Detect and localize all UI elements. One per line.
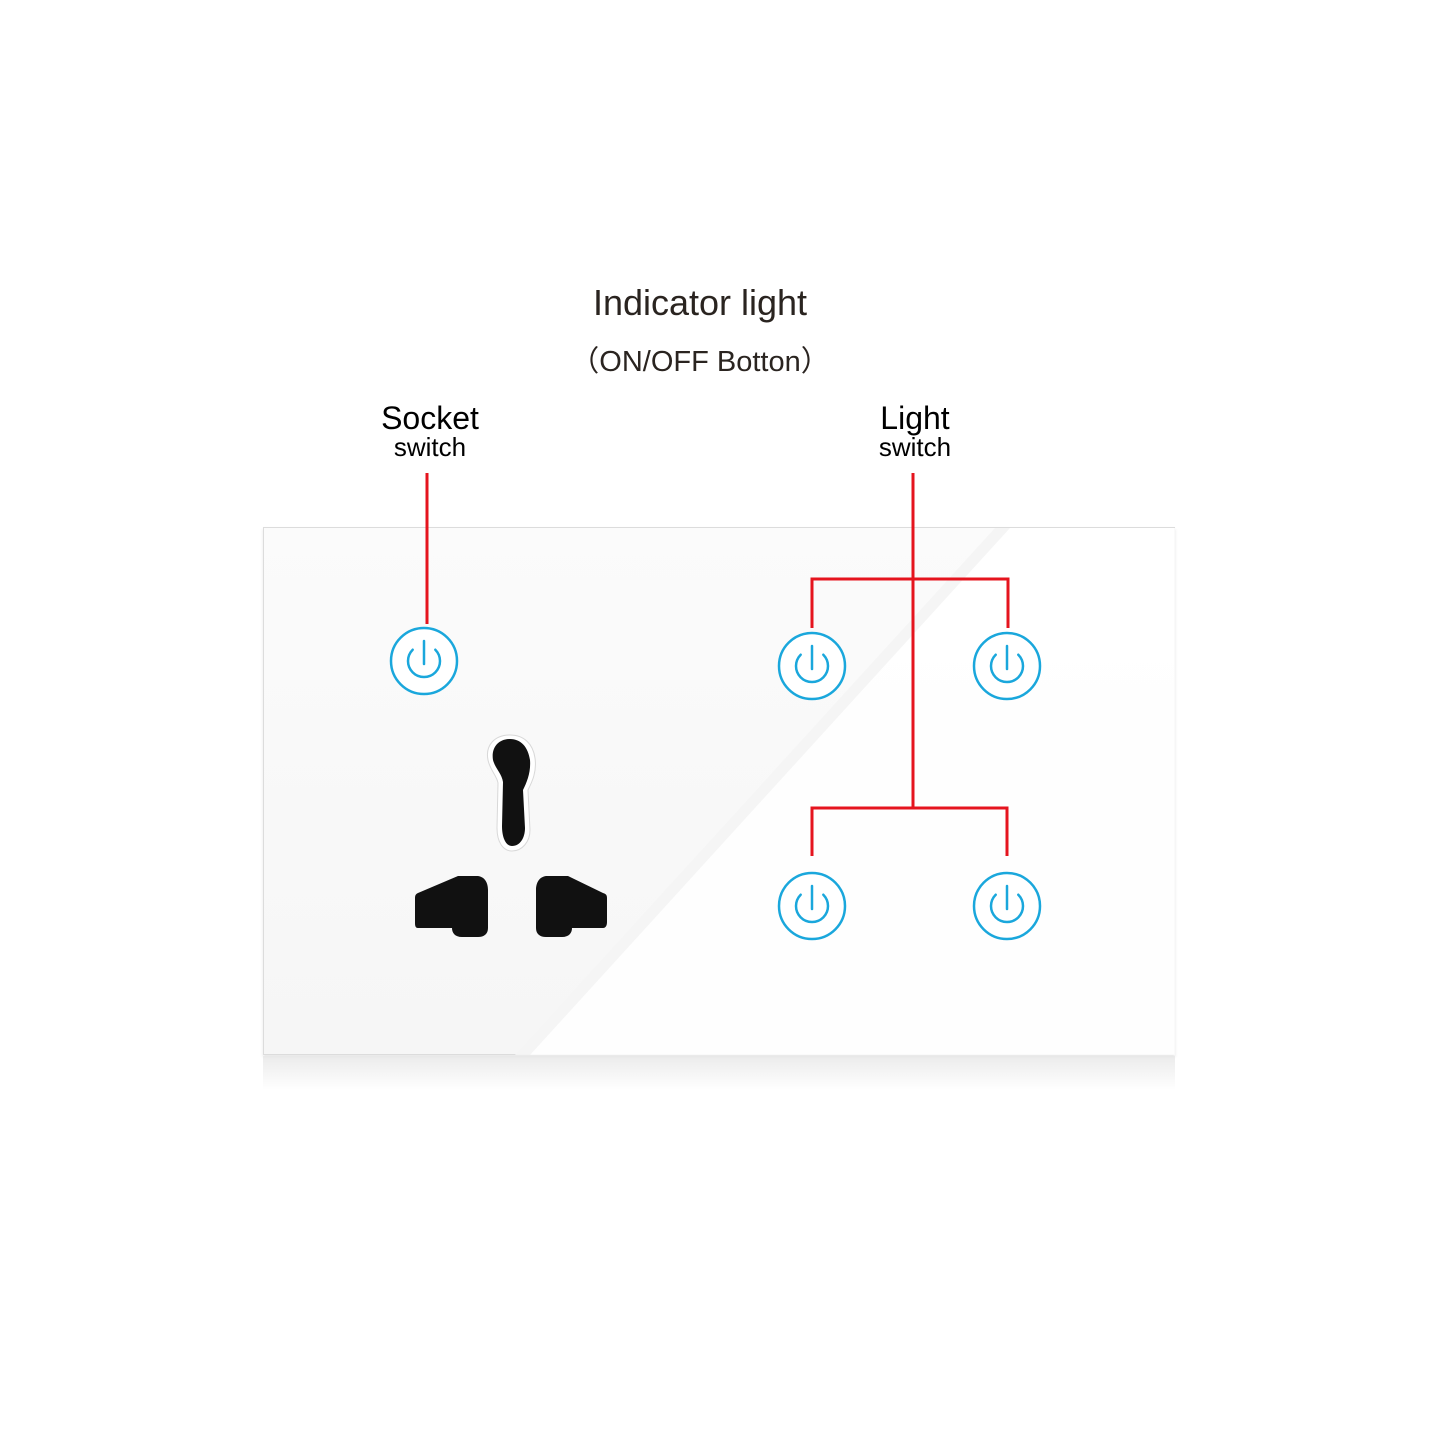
socket-left-slot <box>415 876 488 937</box>
light-leader-bottom-branch <box>810 806 1009 856</box>
glass-sheen <box>515 528 1175 1055</box>
power-icon <box>989 644 1025 684</box>
glass-sheen-edge <box>515 528 1010 1055</box>
light-touch-button-1[interactable] <box>777 631 847 701</box>
socket-switch-callout: Socket switch <box>330 402 530 460</box>
power-icon <box>794 884 830 924</box>
leader-lines <box>425 473 1010 856</box>
light-switch-callout: Light switch <box>815 402 1015 460</box>
power-icon <box>794 644 830 684</box>
socket-right-slot <box>536 876 607 937</box>
light-callout-sub: switch <box>878 432 952 462</box>
light-touch-button-3[interactable] <box>777 871 847 941</box>
power-icon <box>989 884 1025 924</box>
socket-callout-main: Socket <box>381 400 479 436</box>
socket-touch-button[interactable] <box>389 626 459 696</box>
universal-socket-icon <box>415 734 607 937</box>
diagram-subtitle: （ON/OFF Botton） <box>570 346 830 378</box>
light-leader-top-branch <box>810 577 1010 628</box>
light-touch-button-4[interactable] <box>972 871 1042 941</box>
light-callout-main: Light <box>880 400 950 436</box>
power-icon <box>406 639 442 679</box>
socket-earth-slot <box>492 739 531 846</box>
diagram-title: Indicator light <box>592 282 808 323</box>
socket-callout-sub: switch <box>393 432 467 462</box>
panel-reflection <box>263 1056 1175 1090</box>
light-touch-button-2[interactable] <box>972 631 1042 701</box>
